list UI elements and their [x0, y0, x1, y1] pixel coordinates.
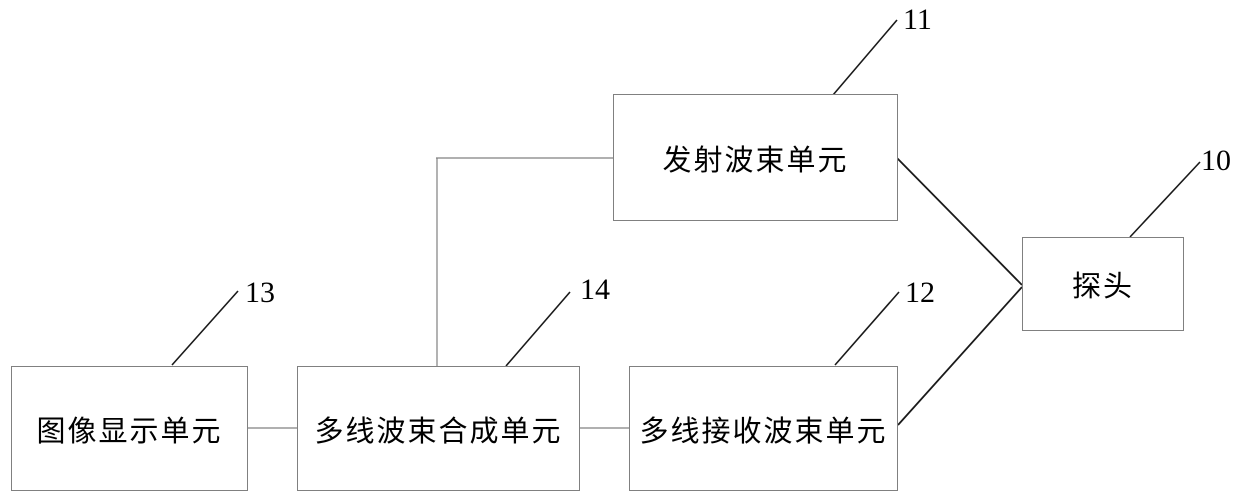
multiline-receive-beam-unit-label: 多线接收波束单元 [639, 415, 888, 448]
multiline-receive-beam-unit-box: 多线接收波束单元 [629, 366, 898, 491]
connector-transmit-probe [896, 157, 1023, 286]
probe-box: 探头 [1022, 237, 1184, 331]
image-display-unit-box: 图像显示单元 [11, 366, 248, 491]
probe-label: 探头 [1071, 271, 1134, 303]
leader-line-12 [834, 291, 900, 366]
ref-numeral-11: 11 [903, 3, 932, 36]
ref-numeral-13: 13 [245, 276, 275, 309]
ref-numeral-10: 10 [1201, 144, 1231, 177]
transmit-beam-unit-label: 发射波束单元 [662, 144, 849, 177]
multiline-beam-synthesis-unit-label: 多线波束合成单元 [314, 415, 563, 448]
leader-line-10 [1129, 161, 1201, 238]
leader-line-13 [171, 290, 239, 366]
transmit-beam-unit-box: 发射波束单元 [613, 94, 898, 221]
multiline-beam-synthesis-unit-box: 多线波束合成单元 [297, 366, 580, 491]
leader-line-14 [505, 291, 571, 367]
leader-line-11 [832, 19, 898, 96]
ref-numeral-14: 14 [580, 273, 610, 306]
image-display-unit-label: 图像显示单元 [36, 415, 223, 448]
connector-receive-probe [897, 286, 1023, 426]
ref-numeral-12: 12 [905, 276, 935, 309]
